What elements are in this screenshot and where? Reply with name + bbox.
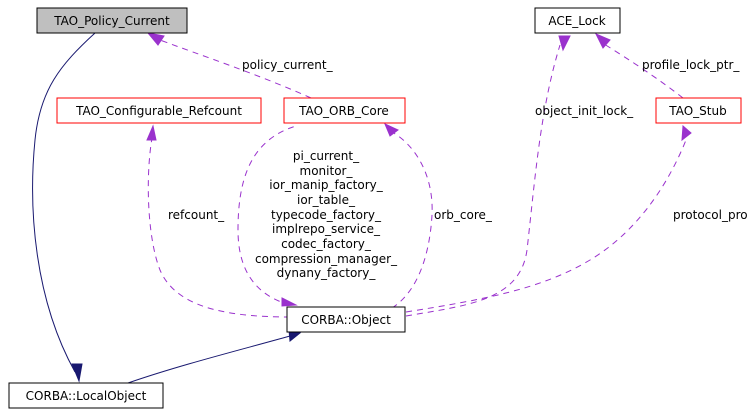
node-tao-stub[interactable]: TAO_Stub [655, 97, 742, 124]
orb-member-label: ior_manip_factory_ [269, 178, 383, 192]
edge-label-profile-lock-ptr: profile_lock_ptr_ [642, 58, 740, 72]
arrow-head-protocol-proxy [681, 124, 692, 142]
edge-orb-members [237, 125, 297, 306]
node-tao-orb-core[interactable]: TAO_ORB_Core [283, 97, 406, 124]
arrow-head-orb-core [384, 123, 399, 137]
node-label-corba-local-object: CORBA::LocalObject [26, 389, 147, 403]
node-corba-object[interactable]: CORBA::Object [286, 306, 406, 333]
orb-member-label: monitor_ [300, 164, 354, 178]
edge-label-orb-core: orb_core_ [434, 208, 493, 222]
edge-protocol-proxy [405, 139, 687, 313]
edge-policy-current [159, 39, 312, 99]
node-ace-lock[interactable]: ACE_Lock [534, 7, 621, 34]
edge-label-refcount: refcount_ [168, 208, 225, 222]
orb-member-label: pi_current_ [293, 149, 360, 163]
node-label-corba-object: CORBA::Object [301, 313, 391, 327]
node-corba-local-object[interactable]: CORBA::LocalObject [8, 382, 164, 409]
arrow-head-inherit-local-object [71, 363, 83, 383]
node-tao-policy-current[interactable]: TAO_Policy_Current [36, 7, 188, 34]
node-label-tao-orb-core: TAO_ORB_Core [298, 104, 389, 118]
arrow-head-object-init-lock [558, 35, 571, 52]
edge-label-policy-current: policy_current_ [242, 58, 334, 72]
arrow-head-refcount [146, 124, 157, 141]
orb-member-label: ior_table_ [297, 193, 356, 207]
orb-member-label: compression_manager_ [255, 252, 398, 266]
orb-member-label: dynany_factory_ [277, 266, 377, 280]
edge-refcount [147, 137, 291, 318]
orb-member-label: typecode_factory_ [271, 208, 382, 222]
edge-object-init-lock [405, 44, 561, 317]
node-label-tao-configurable-refcount: TAO_Configurable_Refcount [75, 104, 242, 118]
edge-object-to-local-object [127, 335, 291, 384]
orb-member-label: codec_factory_ [281, 237, 372, 251]
edge-orb-core [391, 131, 433, 309]
edge-label-protocol-proxy: protocol_pro [673, 208, 748, 222]
arrow-head-orb-members [281, 297, 298, 307]
node-label-tao-policy-current: TAO_Policy_Current [53, 14, 170, 28]
node-label-tao-stub: TAO_Stub [668, 104, 726, 118]
orb-member-label: implrepo_service_ [272, 222, 381, 236]
edge-label-orb-members: pi_current_ monitor_ ior_manip_factory_ … [255, 149, 398, 280]
edge-label-object-init-lock: object_init_lock_ [535, 104, 634, 118]
arrow-head-policy-current [146, 32, 165, 46]
edge-profile-lock-ptr [603, 43, 684, 99]
node-tao-configurable-refcount[interactable]: TAO_Configurable_Refcount [56, 97, 262, 124]
node-label-ace-lock: ACE_Lock [548, 14, 605, 28]
edge-policy-current-to-local-object [32, 32, 96, 373]
arrow-head-profile-lock-ptr [594, 33, 611, 49]
